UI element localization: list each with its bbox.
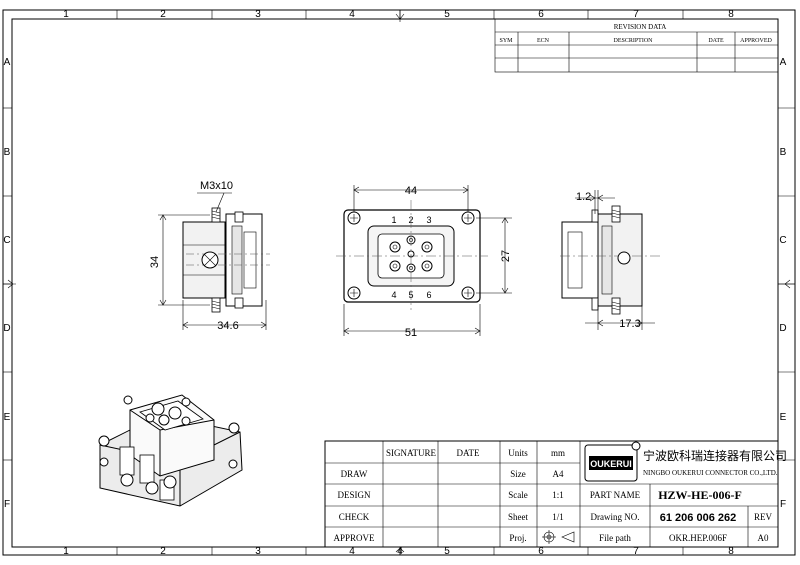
- revision-title: REVISION DATA: [614, 23, 667, 31]
- col-label: 3: [255, 9, 261, 20]
- center-mark-left: [3, 279, 16, 289]
- rev-label: REV: [754, 512, 773, 522]
- row-label: F: [780, 499, 786, 510]
- col-label: 6: [538, 546, 544, 557]
- size-label: Size: [510, 469, 526, 479]
- part-name-label: PART NAME: [590, 490, 641, 500]
- row-approve: APPROVE: [333, 533, 375, 543]
- center-mark-bottom: [395, 547, 405, 555]
- units-value: mm: [551, 448, 565, 458]
- col-label: 2: [160, 9, 166, 20]
- company-logo: OUKERUI: [584, 441, 641, 482]
- company-name-en: NINGBO OUKERUI CONNECTOR CO.,LTD.: [643, 469, 778, 477]
- pin-number: 1: [391, 215, 396, 225]
- dim-right-width: 17.3: [619, 318, 640, 330]
- front-screw: [347, 286, 361, 300]
- dim-front-height: 27: [500, 250, 512, 262]
- sheet-label: Sheet: [508, 512, 528, 522]
- revision-header-description: DESCRIPTION: [613, 38, 653, 44]
- isometric-view: [98, 394, 243, 507]
- revision-header-ecn: ECN: [537, 38, 550, 44]
- company-name-cn: 宁波欧科瑞连接器有限公司: [643, 448, 787, 463]
- file-path-label: File path: [599, 533, 631, 543]
- title-block: SIGNATURE DATE DRAW DESIGN CHECK APPROVE…: [324, 440, 787, 548]
- col-label: 7: [633, 546, 639, 557]
- units-label: Units: [508, 448, 528, 458]
- col-label: 7: [633, 9, 639, 20]
- part-name-value: HZW-HE-006-F: [658, 488, 742, 502]
- row-label: A: [4, 57, 11, 68]
- side-view-left: 34 34.6 M3x10: [149, 180, 270, 332]
- col-label: 3: [255, 546, 261, 557]
- logo-text: OUKERUI: [590, 459, 632, 469]
- scale-label: Scale: [508, 490, 528, 500]
- col-label: 5: [444, 546, 450, 557]
- front-view: 1 2 3 4 5 6 44 27 51: [336, 185, 512, 339]
- col-label: 4: [349, 9, 355, 20]
- col-signature: SIGNATURE: [386, 448, 437, 458]
- file-path-value: OKR.HEP.006F: [669, 533, 727, 543]
- row-draw: DRAW: [341, 469, 368, 479]
- pin-number: 4: [391, 290, 396, 300]
- col-date: DATE: [457, 448, 480, 458]
- revision-header-sym: SYM: [499, 38, 513, 44]
- row-label: F: [4, 499, 10, 510]
- row-label: D: [779, 323, 786, 334]
- revision-header-date: DATE: [708, 38, 724, 44]
- center-mark-right: [778, 279, 795, 289]
- col-label: 4: [397, 546, 403, 557]
- row-design: DESIGN: [338, 490, 371, 500]
- pin-number: 3: [426, 215, 431, 225]
- front-screw: [347, 211, 361, 225]
- screw-callout: M3x10: [200, 180, 233, 192]
- row-label: C: [779, 235, 786, 246]
- col-label: 4: [349, 546, 355, 557]
- col-label: 8: [728, 9, 734, 20]
- front-screw: [461, 286, 475, 300]
- projection-symbol-icon: [542, 530, 575, 544]
- dim-front-total: 51: [405, 327, 417, 339]
- scale-value: 1:1: [552, 490, 564, 500]
- side-view-right: 1.2 17.3: [560, 190, 660, 330]
- col-label: 8: [728, 546, 734, 557]
- center-mark-top: [395, 10, 405, 22]
- dim-front-width: 44: [405, 185, 417, 197]
- dim-right-offset: 1.2: [576, 191, 591, 203]
- row-label: B: [780, 147, 787, 158]
- col-label: 2: [160, 546, 166, 557]
- row-label: C: [3, 235, 10, 246]
- row-label: E: [780, 412, 787, 423]
- col-label: 1: [63, 9, 69, 20]
- col-label: 5: [444, 9, 450, 20]
- outer-frame: [2, 9, 796, 556]
- dim-side-width: 34.6: [217, 320, 238, 332]
- col-label: 1: [63, 546, 69, 557]
- row-label: E: [4, 412, 11, 423]
- row-check: CHECK: [339, 512, 370, 522]
- revision-table: REVISION DATA SYM ECN DESCRIPTION DATE A…: [494, 18, 779, 73]
- col-label: 6: [538, 9, 544, 20]
- pin-number: 6: [426, 290, 431, 300]
- zone-labels: 1 2 3 4 5 6 7 8 1 2 3 4 4 5 6 7 8 A B C …: [3, 9, 786, 557]
- row-label: A: [780, 57, 787, 68]
- front-screw: [461, 211, 475, 225]
- drawing-no-value: 61 206 006 262: [660, 512, 736, 524]
- revision-header-approved: APPROVED: [740, 38, 772, 44]
- rev-value: A0: [758, 533, 769, 543]
- size-value: A4: [553, 469, 564, 479]
- dim-side-height: 34: [149, 256, 161, 268]
- row-label: D: [3, 323, 10, 334]
- row-label: B: [4, 147, 11, 158]
- drawing-no-label: Drawing NO.: [591, 512, 640, 522]
- proj-label: Proj.: [509, 533, 526, 543]
- sheet-value: 1/1: [552, 512, 564, 522]
